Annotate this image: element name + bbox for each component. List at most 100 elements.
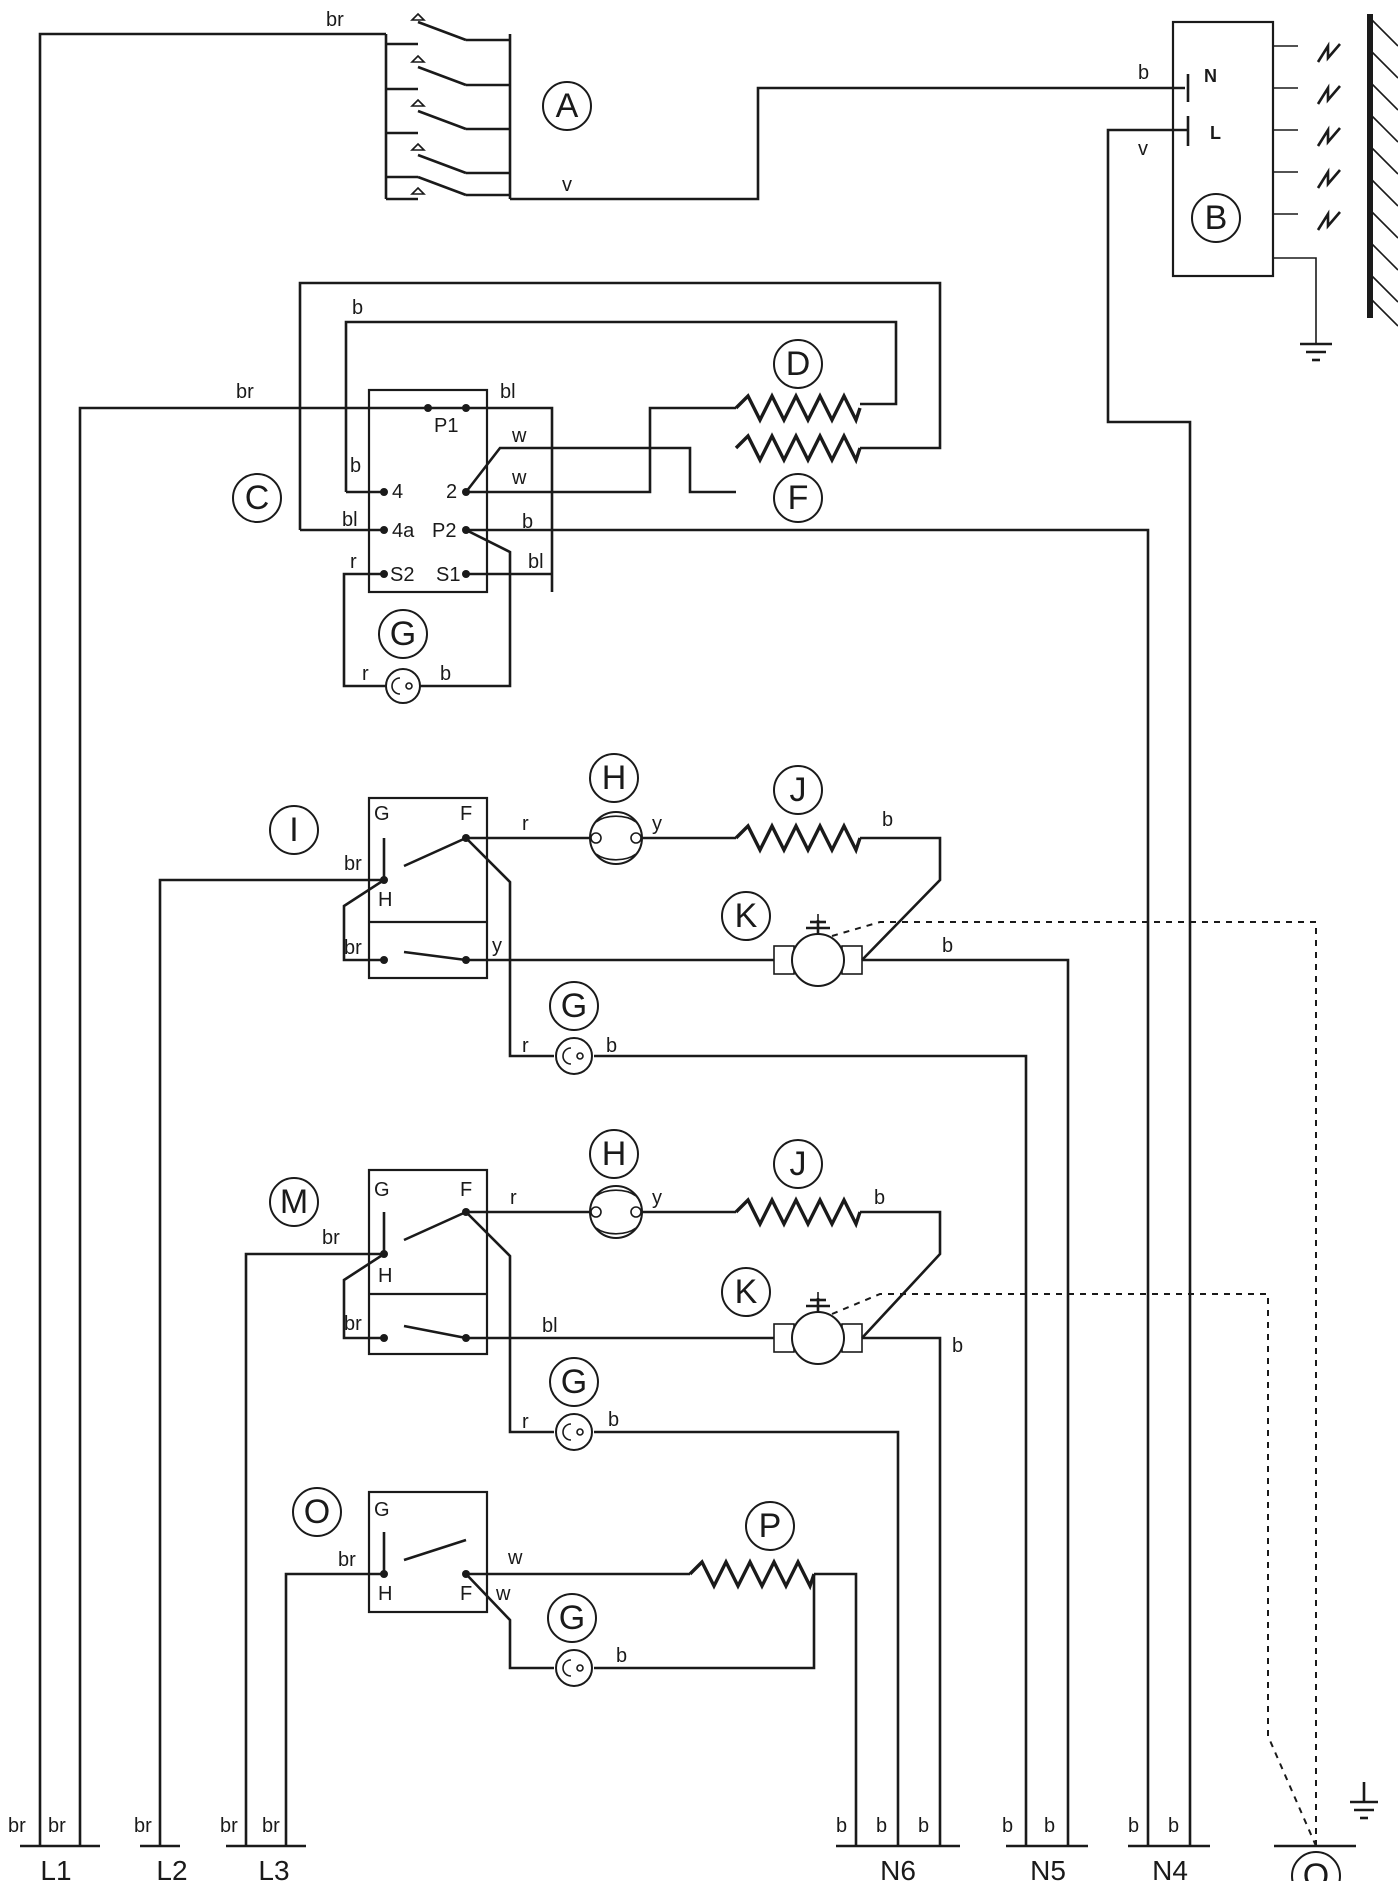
svg-text:4a: 4a [392, 520, 415, 542]
label-g: G [561, 1363, 587, 1401]
svg-text:b: b [350, 455, 361, 477]
svg-text:b: b [876, 1815, 887, 1837]
valve-icon [773, 1292, 863, 1365]
svg-text:br: br [220, 1815, 238, 1837]
svg-text:S2: S2 [390, 564, 414, 586]
svg-text:r: r [522, 1035, 529, 1057]
label-h: H [602, 1135, 627, 1173]
label-q: Q [1303, 1857, 1329, 1881]
label-j: J [790, 1145, 807, 1183]
label-f: F [788, 479, 809, 517]
svg-text:w: w [507, 1547, 523, 1569]
svg-text:H: H [378, 889, 392, 911]
svg-text:F: F [460, 1583, 472, 1605]
svg-text:br: br [344, 1313, 362, 1335]
svg-text:br: br [48, 1815, 66, 1837]
svg-text:bl: bl [528, 551, 544, 573]
svg-text:bl: bl [342, 509, 358, 531]
svg-text:b: b [606, 1035, 617, 1057]
svg-text:L: L [1210, 123, 1221, 143]
svg-text:H: H [378, 1583, 392, 1605]
lamp-icon [385, 668, 421, 704]
svg-text:r: r [350, 551, 357, 573]
svg-text:S1: S1 [436, 564, 460, 586]
svg-text:P1: P1 [434, 415, 458, 437]
terminal-n6: N6 [880, 1855, 916, 1881]
svg-text:br: br [326, 9, 344, 31]
svg-text:F: F [460, 803, 472, 825]
svg-text:b: b [918, 1815, 929, 1837]
svg-text:br: br [262, 1815, 280, 1837]
svg-text:G: G [374, 1499, 390, 1521]
switch-group-i: G F H br br r y b y b r b I H J K [158, 753, 1317, 1846]
lamp-icon [589, 811, 643, 865]
svg-text:r: r [522, 1411, 529, 1433]
switch-bank-a: A br v [38, 9, 1185, 1846]
svg-text:b: b [942, 935, 953, 957]
lamp-icon [589, 1185, 643, 1239]
label-m: M [280, 1183, 308, 1221]
switch-group-o: G H F br w w b O P G [284, 1487, 858, 1846]
svg-text:b: b [440, 663, 451, 685]
terminal-n5: N5 [1030, 1855, 1066, 1881]
svg-text:b: b [952, 1335, 963, 1357]
svg-text:F: F [460, 1179, 472, 1201]
svg-text:w: w [511, 425, 527, 447]
label-h: H [602, 759, 627, 797]
svg-text:br: br [344, 937, 362, 959]
supply-box-b: N L b v B [1106, 14, 1398, 1846]
svg-text:b: b [1002, 1815, 1013, 1837]
label-g: G [559, 1599, 585, 1637]
svg-text:b: b [1044, 1815, 1055, 1837]
terminal-strip: L1 L2 L3 N6 N5 N4 Q br br br br br b b b… [8, 1782, 1378, 1881]
svg-text:bl: bl [500, 381, 516, 403]
terminal-l3: L3 [258, 1855, 289, 1881]
svg-text:G: G [374, 1179, 390, 1201]
label-i: I [289, 811, 298, 849]
svg-text:b: b [1168, 1815, 1179, 1837]
label-k: K [735, 897, 758, 935]
svg-text:b: b [836, 1815, 847, 1837]
svg-text:w: w [511, 467, 527, 489]
svg-text:b: b [874, 1187, 885, 1209]
terminal-l2: L2 [156, 1855, 187, 1881]
svg-text:y: y [652, 1187, 662, 1209]
label-d: D [786, 345, 811, 383]
switch-group-m: G F H br br r y b bl b r b M H J K [244, 1129, 1317, 1847]
lamp-icon [555, 1413, 593, 1451]
ground-icon [1300, 342, 1332, 362]
svg-text:r: r [522, 813, 529, 835]
wall-hatch-icon [1371, 19, 1398, 327]
terminal-n4: N4 [1152, 1855, 1188, 1881]
svg-text:br: br [322, 1227, 340, 1249]
lamp-icon [555, 1649, 593, 1687]
svg-text:v: v [562, 174, 572, 196]
svg-text:b: b [882, 809, 893, 831]
svg-text:r: r [510, 1187, 517, 1209]
label-g: G [561, 987, 587, 1025]
terminal-l1: L1 [40, 1855, 71, 1881]
svg-text:w: w [495, 1583, 511, 1605]
spark-icon [1316, 41, 1341, 231]
svg-text:H: H [378, 1265, 392, 1287]
svg-text:2: 2 [446, 481, 457, 503]
svg-text:b: b [352, 297, 363, 319]
label-c: C [245, 479, 270, 517]
svg-text:y: y [652, 813, 662, 835]
lamp-icon [555, 1037, 593, 1075]
svg-text:br: br [8, 1815, 26, 1837]
label-p: P [759, 1507, 782, 1545]
svg-text:P2: P2 [432, 520, 456, 542]
label-j: J [790, 771, 807, 809]
svg-text:b: b [616, 1645, 627, 1667]
svg-text:b: b [1138, 62, 1149, 84]
label-k: K [735, 1273, 758, 1311]
svg-text:b: b [522, 511, 533, 533]
svg-text:b: b [1128, 1815, 1139, 1837]
label-a: A [556, 87, 579, 125]
svg-text:y: y [492, 935, 502, 957]
svg-text:bl: bl [542, 1315, 558, 1337]
svg-text:v: v [1138, 138, 1148, 160]
label-g: G [390, 615, 416, 653]
svg-text:N: N [1204, 66, 1217, 86]
